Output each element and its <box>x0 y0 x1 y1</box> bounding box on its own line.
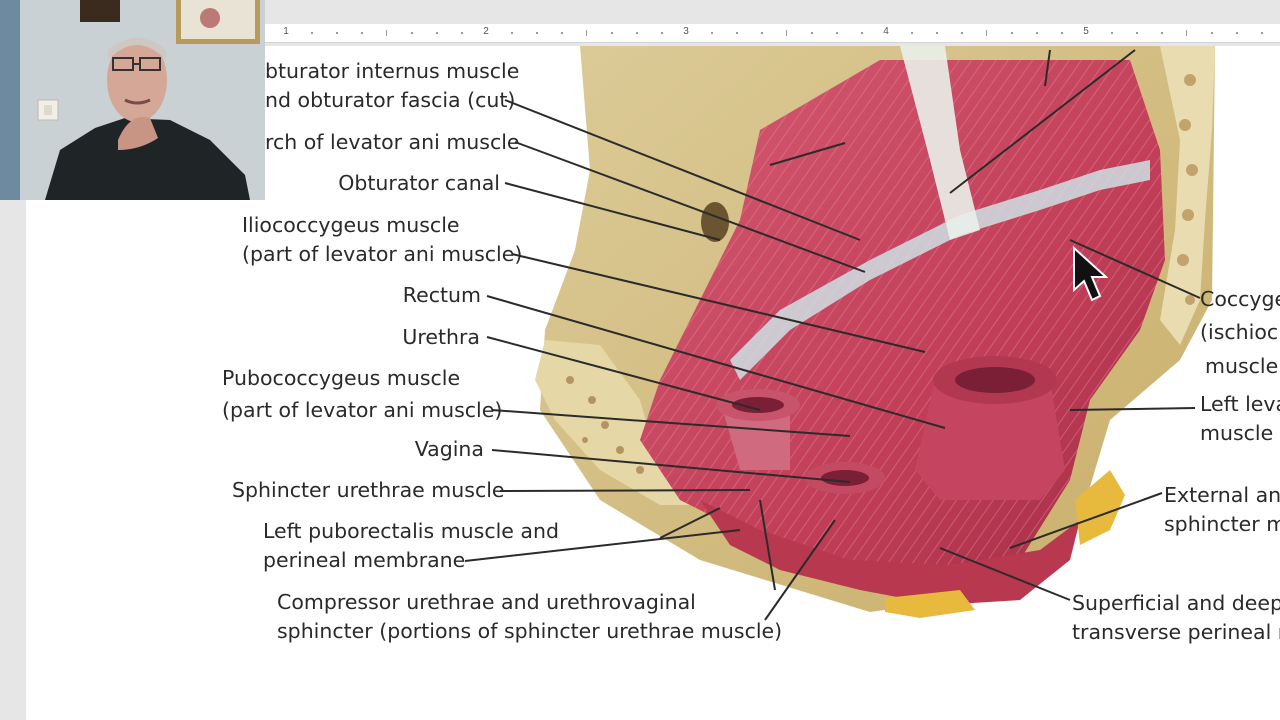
ruler-tick <box>836 32 838 34</box>
ruler-tick <box>1236 32 1238 34</box>
webcam-feed <box>0 0 265 200</box>
label-left-levator-2: muscle ( <box>1200 421 1280 445</box>
label-sphincter-urethrae: Sphincter urethrae muscle <box>232 478 505 502</box>
ruler-tick <box>811 32 813 34</box>
ruler-tick <box>361 32 363 34</box>
ruler-tick <box>786 30 787 36</box>
ruler-tick <box>936 32 938 34</box>
ruler-tick <box>1061 32 1063 34</box>
ruler-tick <box>1136 32 1138 34</box>
label-iliococcygeus-2: (part of levator ani muscle) <box>242 242 522 266</box>
ruler-tick <box>861 32 863 34</box>
ischioanal-fat <box>1075 470 1125 545</box>
ruler-number: 5 <box>1083 26 1089 37</box>
urethra <box>716 389 800 470</box>
pubic-bone <box>535 340 700 505</box>
label-rectum: Rectum <box>403 283 481 307</box>
ruler-tick <box>586 30 587 36</box>
ruler-tick <box>1186 30 1187 36</box>
label-superficial-deep-1: Superficial and deep <box>1072 591 1280 615</box>
pelvic-floor-figure: bturator internus muscle nd obturator fa… <box>222 46 1280 644</box>
ruler-number: 3 <box>683 26 689 37</box>
label-external-anal-2: sphincter m <box>1164 512 1280 536</box>
label-left-levator-1: Left leva <box>1200 392 1280 416</box>
perineal-muscles <box>700 500 1080 605</box>
ruler-tick <box>661 32 663 34</box>
label-left-puborectalis-2: perineal membrane <box>263 548 465 572</box>
ruler-tick <box>336 32 338 34</box>
ruler-tick <box>736 32 738 34</box>
ruler-tick <box>1036 32 1038 34</box>
ruler-tick <box>911 32 913 34</box>
tendinous-arch <box>730 160 1150 380</box>
ruler-active-area <box>265 24 1280 42</box>
ruler-number: 1 <box>283 26 289 37</box>
ruler-tick <box>511 32 513 34</box>
label-coccygeus-2: (ischioc <box>1200 320 1278 344</box>
ruler-tick <box>561 32 563 34</box>
ruler-tick <box>1011 32 1013 34</box>
leader-lines <box>464 49 1201 621</box>
ruler-tick <box>1161 32 1163 34</box>
ruler-number: 2 <box>483 26 489 37</box>
label-obturator-internus-2: nd obturator fascia (cut) <box>265 88 515 112</box>
ruler-tick <box>611 32 613 34</box>
sacrum-bone <box>1160 46 1215 345</box>
ruler-tick <box>536 32 538 34</box>
label-vagina: Vagina <box>415 437 484 461</box>
label-compressor-urethrae-1: Compressor urethrae and urethrovaginal <box>277 590 696 614</box>
label-compressor-urethrae-2: sphincter (portions of sphincter urethra… <box>277 619 782 643</box>
label-pubococcygeus-1: Pubococcygeus muscle <box>222 366 460 390</box>
obturator-canal <box>701 202 729 242</box>
rectum <box>915 356 1065 500</box>
label-arch-levator: rch of levator ani muscle <box>265 130 520 154</box>
ruler-tick <box>711 32 713 34</box>
ruler-tick <box>436 32 438 34</box>
horizontal-ruler[interactable]: 1 2 3 4 5 <box>0 24 1280 43</box>
label-obturator-internus-1: bturator internus muscle <box>265 59 519 83</box>
ruler-tick <box>761 32 763 34</box>
label-left-puborectalis-1: Left puborectalis muscle and <box>263 519 559 543</box>
ruler-tick <box>1111 32 1113 34</box>
label-iliococcygeus-1: Iliococcygeus muscle <box>242 213 460 237</box>
mouse-pointer-icon <box>1073 246 1108 302</box>
ruler-tick <box>461 32 463 34</box>
ruler-tick <box>1261 32 1263 34</box>
ruler-tick <box>411 32 413 34</box>
ruler-number: 4 <box>883 26 889 37</box>
label-obturator-canal: Obturator canal <box>338 171 500 195</box>
label-pubococcygeus-2: (part of levator ani muscle) <box>222 398 502 422</box>
webcam-presenter <box>0 0 265 200</box>
ruler-tick <box>1211 32 1213 34</box>
label-urethra: Urethra <box>402 325 480 349</box>
obturator-fascia-white <box>900 46 980 240</box>
label-superficial-deep-2: transverse perineal m <box>1072 620 1280 644</box>
ruler-tick <box>986 30 987 36</box>
ruler-tick <box>636 32 638 34</box>
vagina <box>805 462 885 494</box>
label-external-anal-1: External ana <box>1164 483 1280 507</box>
label-coccygeus-1: Coccyge <box>1200 287 1280 311</box>
document-page: bturator internus muscle nd obturator fa… <box>26 46 1280 720</box>
ruler-tick <box>961 32 963 34</box>
ruler-tick <box>311 32 313 34</box>
label-coccygeus-3: muscle <box>1205 354 1278 378</box>
ruler-tick <box>386 30 387 36</box>
